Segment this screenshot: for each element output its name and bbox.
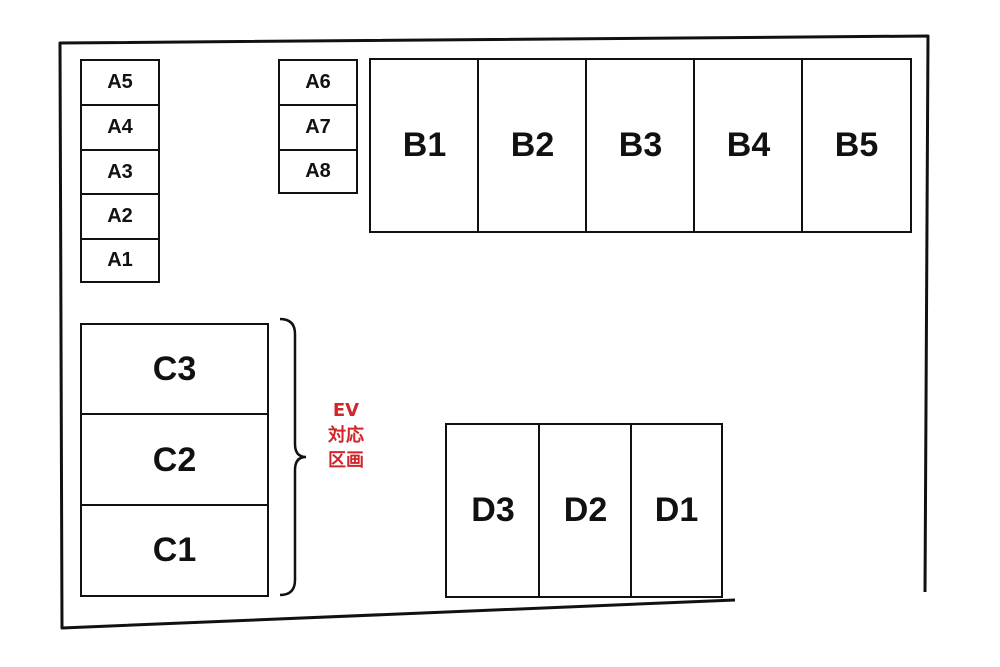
parking-space-c2[interactable]: C2 xyxy=(80,413,269,507)
parking-space-c1[interactable]: C1 xyxy=(80,504,269,597)
ev-spaces-label: EV 対応 区画 xyxy=(316,398,376,473)
parking-space-a4[interactable]: A4 xyxy=(80,104,160,151)
parking-space-b5[interactable]: B5 xyxy=(801,58,912,233)
parking-space-a5[interactable]: A5 xyxy=(80,59,160,106)
parking-space-a1[interactable]: A1 xyxy=(80,238,160,283)
parking-space-d2[interactable]: D2 xyxy=(538,423,633,598)
parking-space-b4[interactable]: B4 xyxy=(693,58,804,233)
parking-space-a6[interactable]: A6 xyxy=(278,59,358,106)
parking-space-b2[interactable]: B2 xyxy=(477,58,588,233)
parking-space-d3[interactable]: D3 xyxy=(445,423,541,598)
ev-label-line-3: 区画 xyxy=(328,450,364,471)
parking-space-a8[interactable]: A8 xyxy=(278,149,358,194)
parking-space-a7[interactable]: A7 xyxy=(278,104,358,151)
ev-label-line-2: 対応 xyxy=(328,425,364,446)
parking-space-a3[interactable]: A3 xyxy=(80,149,160,195)
ev-label-line-1: EV xyxy=(332,400,360,421)
parking-space-a2[interactable]: A2 xyxy=(80,193,160,240)
parking-space-b3[interactable]: B3 xyxy=(585,58,696,233)
parking-space-b1[interactable]: B1 xyxy=(369,58,480,233)
parking-space-d1[interactable]: D1 xyxy=(630,423,723,598)
ev-bracket xyxy=(279,317,307,597)
lot-boundary xyxy=(58,34,930,630)
parking-space-c3[interactable]: C3 xyxy=(80,323,269,416)
